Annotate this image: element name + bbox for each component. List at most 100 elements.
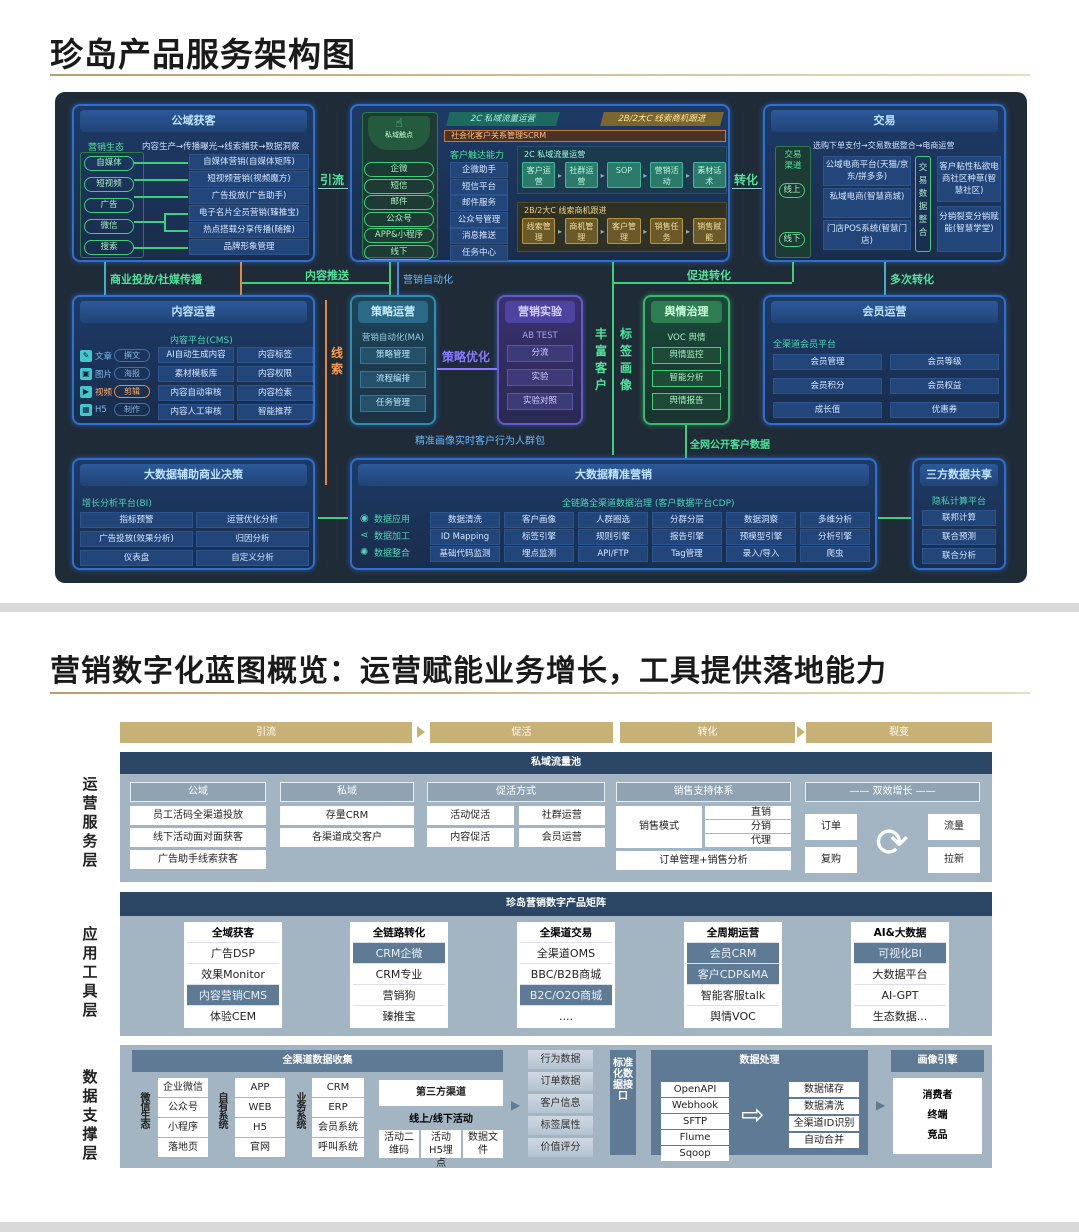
pen-icon: ✎ [80, 349, 92, 362]
product-item[interactable]: 舆情VOC [687, 1005, 779, 1026]
content-action-button[interactable]: 剪辑 [114, 385, 150, 398]
third-channel: 第三方渠道 [379, 1080, 503, 1106]
product-item[interactable]: 广告DSP [187, 942, 279, 963]
cap-title: 客户触达能力 [450, 151, 505, 161]
trade-extension: 客户粘性私欲电商社区种草(智慧社区) [937, 156, 1001, 202]
private-pool-header: 私域流量池 [120, 752, 992, 774]
public-service-item: 热点搭载分享传播(随推) [189, 222, 309, 238]
product-item[interactable]: 大数据平台 [854, 963, 946, 984]
voc-label: VOC 舆情 [667, 333, 706, 343]
content-action-button[interactable]: 海报 [114, 367, 150, 380]
ops-sales: 销售支持体系 销售模式 直销分销代理 订单管理+销售分析 [616, 782, 791, 870]
product-column-title: AI&大数据 [873, 927, 927, 939]
growth-item: 复购 [805, 847, 857, 873]
touchpoint-pill: 线下 [364, 244, 434, 260]
own-system-source: APP [235, 1078, 285, 1097]
own-system-source: WEB [235, 1098, 285, 1117]
product-item[interactable]: 生态数据... [854, 1005, 946, 1026]
product-item[interactable]: 全渠道OMS [520, 942, 612, 963]
product-item[interactable]: 臻推宝 [353, 1005, 445, 1026]
lead-step: 销售任务 [649, 218, 684, 244]
growth-item: 拉新 [928, 847, 980, 873]
content-feature: 内容人工审核 [158, 404, 234, 420]
product-item[interactable]: 会员CRM [687, 942, 779, 963]
h5-icon: ▦ [80, 403, 92, 416]
strategy-item: 策略管理 [360, 347, 426, 364]
member-feature: 会员管理 [773, 354, 882, 370]
own-system-source: H5 [235, 1118, 285, 1137]
arrow-right-icon: ▸ [600, 226, 605, 236]
cms-label: 内容平台(CMS) [170, 336, 233, 346]
stage-liebian: 裂变 [806, 722, 992, 743]
sales-mode: 直销 [705, 806, 791, 819]
product-item[interactable]: 智能客服talk [687, 984, 779, 1005]
protocol: Sqoop [661, 1146, 729, 1161]
scrm-bar: 社会化客户关系管理SCRM [444, 130, 726, 142]
experiment-item: 分流 [507, 345, 573, 362]
proc-step: 数据储存 [789, 1082, 859, 1097]
arrow-right-icon: ⇨ [741, 1098, 765, 1131]
collect-header: 全渠道数据收集 [132, 1050, 503, 1072]
proc-step: 数据清洗 [789, 1099, 859, 1114]
activity-source: 活动二维码 [379, 1130, 419, 1158]
arrow-right-icon: ▸ [558, 226, 563, 236]
stage-yinliu: 引流 [120, 722, 412, 743]
third-party-feature: 联合预测 [922, 529, 996, 545]
product-item[interactable]: B2C/O2O商城 [520, 984, 612, 1005]
sales-mode-label: 销售模式 [616, 806, 702, 848]
legend-item: 数据整合 [374, 549, 411, 559]
product-item[interactable]: 内容营销CMS [187, 984, 279, 1005]
page-title: 珍岛产品服务架构图 [50, 35, 356, 74]
tab-2c[interactable]: 2C 私域流量运营 [446, 112, 560, 126]
data-type: 订单数据 [528, 1072, 593, 1091]
content-action-button[interactable]: 撰文 [114, 349, 150, 362]
product-item[interactable]: 体验CEM [187, 1005, 279, 1026]
product-item[interactable]: 效果Monitor [187, 963, 279, 984]
product-item[interactable]: 可视化BI [854, 942, 946, 963]
cdp-feature: 数据洞察 [726, 512, 796, 528]
product-column-title: 全周期运营 [706, 927, 760, 939]
cdp-feature: 数据清洗 [430, 512, 500, 528]
arrow-right-icon: ▸ [558, 170, 563, 180]
protocol: OpenAPI [661, 1082, 729, 1097]
product-item[interactable]: 营销狗 [353, 984, 445, 1005]
product-item[interactable]: .... [520, 1005, 612, 1026]
lead-step: 销售赋能 [692, 218, 726, 244]
link-xiansuo: 线索 [331, 346, 344, 376]
protocol: Webhook [661, 1098, 729, 1113]
trade-platform: 门店POS系统(智慧门店) [823, 220, 911, 250]
product-item[interactable]: AI-GPT [854, 984, 946, 1005]
image-icon: ▣ [80, 367, 92, 380]
ops-activate-item: 内容促活 [427, 828, 514, 847]
share-nodes-icon: ⋖ [360, 530, 369, 541]
protocol: Flume [661, 1130, 729, 1145]
protocol: SFTP [661, 1114, 729, 1129]
cdp-feature: 人群圈选 [578, 512, 648, 528]
lead-step: 线索管理 [522, 218, 556, 244]
product-item[interactable]: CRM专业 [353, 963, 445, 984]
title-divider [50, 692, 1030, 694]
engine-header: 画像引擎 [891, 1050, 984, 1072]
lead-step: 客户管理 [607, 218, 641, 244]
third-party-feature: 联邦计算 [922, 510, 996, 526]
content-action-button[interactable]: 制作 [114, 403, 150, 416]
ops-public-item: 员工活码全渠道投放 [130, 806, 266, 825]
ops-activate-item: 社群运营 [518, 806, 605, 825]
bi-feature: 广告投放(效果分析) [80, 531, 193, 547]
ops-growth: —— 双效增长 —— 订单 流量 复购 拉新 ⟳ [805, 782, 980, 873]
std-api-label: 标准化数据接口 [610, 1050, 636, 1155]
cdp-label: 全链路全渠道数据治理 (客户数据平台CDP) [562, 499, 735, 509]
product-item[interactable]: BBC/B2B商城 [520, 963, 612, 984]
product-item[interactable]: CRM企微 [353, 942, 445, 963]
cdp-legend: ◉数据应用 ⋖数据加工 ✺数据整合 [360, 510, 430, 561]
box-title: 营销实验 [505, 301, 575, 323]
third-party-box: 三方数据共享 隐私计算平台 联邦计算联合预测联合分析 [912, 458, 1006, 570]
tab-2b[interactable]: 2B/2大C 线索商机跟进 [600, 112, 724, 126]
product-item[interactable]: 客户CDP&MA [687, 963, 779, 984]
data-type: 行为数据 [528, 1050, 593, 1069]
channel-pill: 短视频 [84, 177, 134, 192]
